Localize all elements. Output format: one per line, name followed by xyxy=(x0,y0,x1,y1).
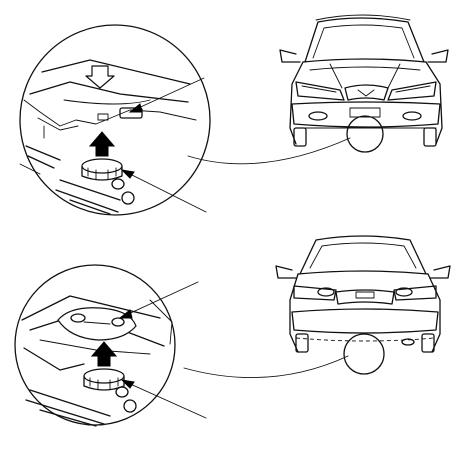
car-front-icon xyxy=(279,14,449,147)
arrow-up-icon xyxy=(88,131,116,157)
rear-lift-point-marker xyxy=(343,333,385,375)
jack-icon xyxy=(25,368,137,427)
rear-leader-line xyxy=(183,355,349,379)
front-detail-view xyxy=(19,24,211,216)
arrow-up-icon xyxy=(90,341,118,367)
arrow-down-icon xyxy=(85,65,115,89)
rear-callouts xyxy=(118,281,207,419)
rear-detail-view xyxy=(14,264,176,427)
front-lift-point-marker xyxy=(346,115,384,153)
front-callouts xyxy=(120,77,207,213)
jack-icon xyxy=(55,158,135,215)
front-leader-line xyxy=(187,137,351,165)
car-rear-icon xyxy=(275,235,451,353)
